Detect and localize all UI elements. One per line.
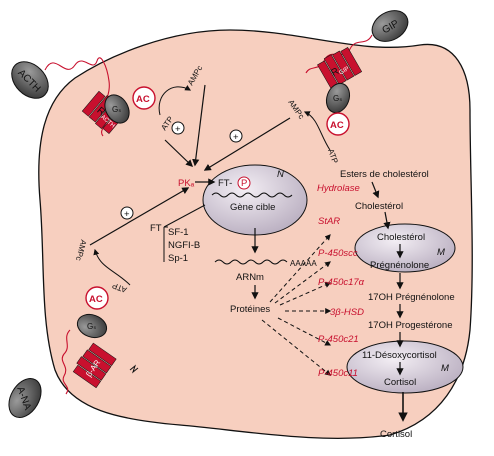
mrna-tail: AAAAA <box>290 259 317 268</box>
acth-ac <box>132 86 156 110</box>
mito-cholesterol: Cholestérol <box>377 232 425 243</box>
arrow-beta-ampc-pka <box>89 187 190 246</box>
nucleus-label: N <box>277 169 284 180</box>
arrow-gip-ampc-pka <box>203 117 291 171</box>
dash-to-star <box>269 234 331 303</box>
ft-item-1: SF-1 <box>168 227 189 238</box>
arrow-chol-mito <box>383 211 391 230</box>
arrow-esters-chol <box>371 181 380 199</box>
p450c11-label: P-450c11 <box>318 368 358 379</box>
ana-squiggle <box>61 329 71 395</box>
phospho-circle <box>237 176 251 190</box>
acth-receptor-group: ACTH R ACTH Gₛ AC ATP AMPc <box>11 57 204 137</box>
gene-label: Gène cible <box>230 202 275 213</box>
cortisol-inner: Cortisol <box>384 377 416 388</box>
deoxy-label: 11-Désoxycortisol <box>362 350 437 361</box>
p450scc-label: P-450scc <box>318 248 358 259</box>
plus-acth-label: + <box>175 124 181 135</box>
gip-atp-arc <box>303 111 331 151</box>
beta-ac-label: AC <box>89 294 103 305</box>
oh-prog-label: 17OH Progestérone <box>368 320 453 331</box>
gip-receptor-group: GIP R GIP Gₛ AC AMPc ATP <box>286 10 409 165</box>
acth-gs-label: Gₛ <box>112 105 121 114</box>
proteins-label: Protéines <box>230 304 270 315</box>
pregnenolone-label: Prégnénolone <box>370 260 429 271</box>
beta-ar-group: A-NA β-AR Gₛ AC ATP AMPc <box>8 239 139 418</box>
ft-label: FT <box>150 223 162 234</box>
mrna-wave <box>214 259 288 265</box>
plus-acth <box>171 121 185 135</box>
ana-hormone <box>8 378 42 418</box>
star-label: StAR <box>318 216 340 227</box>
dash-to-scc <box>274 261 331 304</box>
gip-ac-label: AC <box>330 120 344 131</box>
cholesterol-label: Cholestérol <box>355 201 403 212</box>
ana-zigzag <box>129 364 139 374</box>
arrow-acth-plus <box>164 139 194 167</box>
acth-hormone <box>11 61 49 99</box>
beta-atp-arc <box>93 248 131 286</box>
plus-beta-label: + <box>124 209 130 220</box>
mitochondrion-2 <box>346 340 464 394</box>
gip-receptor: R GIP <box>317 47 363 90</box>
ft-item-2: NGFI-B <box>168 240 200 251</box>
beta-gs-label: Gₛ <box>87 322 96 331</box>
mito-2-m: M <box>441 363 449 374</box>
ft-to-nucleus <box>163 204 206 228</box>
hsd-label: 3β-HSD <box>330 307 364 318</box>
p450c17-label: P-450c17α <box>318 277 365 288</box>
beta-ac <box>85 286 109 310</box>
pka-label: PKₐ <box>178 178 195 189</box>
esters-label: Esters de cholestérol <box>340 169 429 180</box>
acth-ac-label: AC <box>136 94 150 105</box>
acth-atp-arc <box>158 85 192 116</box>
dna-wave <box>211 192 293 198</box>
plus-beta <box>120 206 134 220</box>
gip-hormone <box>371 10 409 42</box>
beta-gs <box>76 313 108 339</box>
dash-to-c21 <box>277 317 332 346</box>
nucleus <box>202 164 308 236</box>
mitochondrion-1 <box>354 223 456 273</box>
svg-text:GIP: GIP <box>338 66 350 76</box>
phospho-label: P <box>241 178 247 189</box>
hydrolase-label: Hydrolase <box>317 183 360 194</box>
ft-p-label: FT- <box>218 178 232 189</box>
gip-gs-label: Gₛ <box>333 94 342 103</box>
p450c21-label: P-450c21 <box>318 334 359 345</box>
mrna-label: ARNm <box>236 272 264 283</box>
plus-gip <box>229 129 243 143</box>
plus-gip-label: + <box>233 132 239 143</box>
svg-text:R: R <box>329 66 341 79</box>
acth-gs <box>104 94 130 124</box>
beta-ar-receptor: β-AR <box>72 342 117 389</box>
ft-item-3: Sp-1 <box>168 253 188 264</box>
gip-ac <box>326 112 350 136</box>
oh-preg-label: 17OH Prégnénolone <box>368 292 455 303</box>
dash-to-c11 <box>261 319 331 376</box>
dash-to-c17 <box>279 282 332 306</box>
gip-gs <box>325 82 351 114</box>
mito-1-m: M <box>437 247 445 258</box>
arrow-acth-ampc-pka <box>192 84 206 167</box>
cortisol-secreted: Cortisol <box>380 429 412 440</box>
